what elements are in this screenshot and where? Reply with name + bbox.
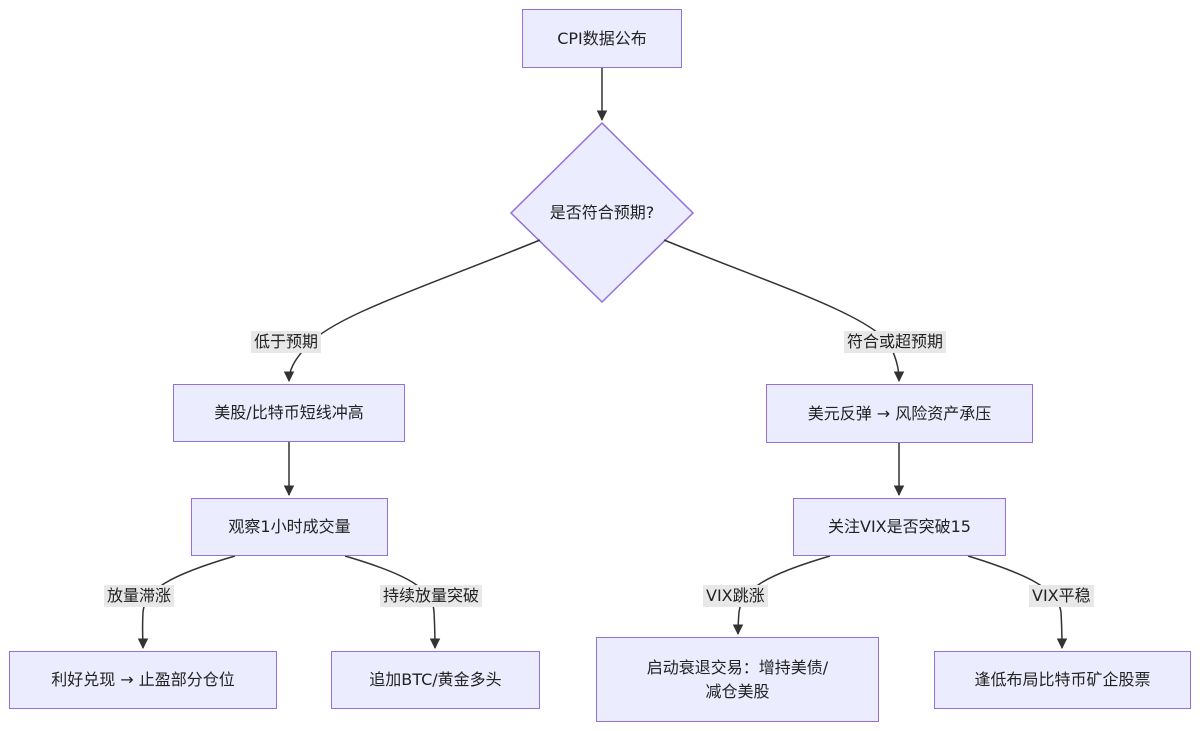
edge-label-below-expectation: 低于预期 bbox=[251, 331, 322, 353]
edge-label-volume-stall: 放量滞涨 bbox=[104, 585, 175, 607]
node-add-long: 追加BTC/黄金多头 bbox=[331, 651, 540, 709]
edge-volume-to-add-long bbox=[344, 555, 441, 650]
decision-label: 是否符合预期? bbox=[549, 203, 655, 222]
node-watch-vix: 关注VIX是否突破15 bbox=[793, 498, 1006, 556]
node-buy-miners-label: 逢低布局比特币矿企股票 bbox=[974, 670, 1151, 690]
node-recession-trade: 启动衰退交易：增持美债/ 减仓美股 bbox=[596, 637, 879, 722]
edge-vix-to-miners bbox=[967, 555, 1068, 650]
node-recession-trade-label: 启动衰退交易：增持美债/ 减仓美股 bbox=[646, 658, 829, 701]
edge-label-vix-stable: VIX平稳 bbox=[1029, 585, 1094, 607]
edge-vix-to-recession bbox=[732, 555, 831, 636]
node-stocks-btc-rally: 美股/比特币短线冲高 bbox=[173, 384, 405, 442]
edge-label-sustained-breakout: 持续放量突破 bbox=[380, 585, 483, 607]
node-cpi-release-label: CPI数据公布 bbox=[557, 28, 647, 48]
node-buy-miners: 逢低布局比特币矿企股票 bbox=[934, 651, 1191, 709]
node-usd-rebound-label: 美元反弹 → 风险资产承压 bbox=[807, 403, 992, 423]
node-usd-rebound: 美元反弹 → 风险资产承压 bbox=[766, 384, 1033, 443]
node-stocks-btc-rally-label: 美股/比特币短线冲高 bbox=[214, 403, 364, 423]
decision-diamond bbox=[509, 121, 695, 304]
node-take-profit: 利好兑现 → 止盈部分仓位 bbox=[9, 651, 277, 709]
node-add-long-label: 追加BTC/黄金多头 bbox=[369, 670, 502, 690]
edge-decision-to-usd bbox=[663, 239, 905, 383]
edge-label-vix-spike: VIX跳涨 bbox=[703, 585, 768, 607]
edge-label-meet-or-exceed: 符合或超预期 bbox=[844, 331, 947, 353]
edge-decision-to-rally bbox=[283, 239, 541, 383]
node-take-profit-label: 利好兑现 → 止盈部分仓位 bbox=[51, 670, 235, 690]
node-watch-volume-label: 观察1小时成交量 bbox=[228, 517, 351, 537]
edge-volume-to-take-profit bbox=[137, 555, 236, 650]
node-watch-vix-label: 关注VIX是否突破15 bbox=[828, 517, 971, 537]
node-watch-volume: 观察1小时成交量 bbox=[191, 498, 388, 556]
node-cpi-release: CPI数据公布 bbox=[522, 9, 682, 68]
